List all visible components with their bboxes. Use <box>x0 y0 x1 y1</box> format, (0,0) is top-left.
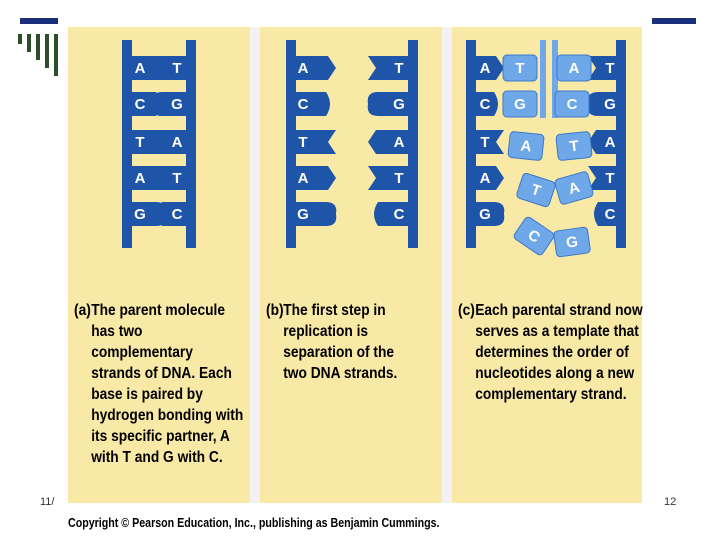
base-label-right: A <box>394 134 405 151</box>
caption-a-text: The parent molecule has two complementar… <box>91 300 246 468</box>
left-backbone <box>122 40 132 248</box>
new-nucleotide-label: G <box>565 233 579 251</box>
base-label-template-left: T <box>480 134 489 151</box>
new-nucleotide: C <box>513 216 556 257</box>
base-label-template-left: G <box>479 206 491 223</box>
base-label-right: T <box>172 60 181 77</box>
base-label-template-right: T <box>605 60 614 77</box>
base-label-left: T <box>135 134 144 151</box>
base-label-left: A <box>298 60 309 77</box>
new-nucleotide: T <box>556 131 593 160</box>
base-label-right: C <box>172 206 183 223</box>
base-label-right: A <box>172 134 183 151</box>
left-backbone <box>466 40 476 248</box>
new-nucleotide-label: T <box>515 60 524 77</box>
base-label-template-left: A <box>480 170 491 187</box>
new-nucleotide: C <box>555 91 589 117</box>
new-nucleotide-label: T <box>569 138 580 156</box>
new-nucleotide: G <box>553 227 590 257</box>
base-label-left: T <box>298 134 307 151</box>
caption-a-letter: (a) <box>74 300 91 321</box>
caption-c-text: Each parental strand now serves as a tem… <box>475 300 644 405</box>
caption-b-letter: (b) <box>266 300 284 321</box>
new-nucleotide: A <box>554 171 594 205</box>
left-backbone <box>286 40 296 248</box>
base-label-left: C <box>135 96 146 113</box>
base-label-template-left: C <box>480 96 491 113</box>
new-nucleotide: T <box>503 55 537 81</box>
new-strand-backbone-left <box>540 40 546 118</box>
right-backbone <box>408 40 418 248</box>
base-label-template-right: A <box>605 134 616 151</box>
caption-c-letter: (c) <box>458 300 475 321</box>
new-nucleotide-label: G <box>514 96 526 113</box>
base-label-template-right: C <box>605 206 616 223</box>
slide-date: 11/ <box>40 496 54 508</box>
slide-page-number: 12 <box>664 496 676 508</box>
base-label-template-right: G <box>604 96 616 113</box>
base-label-right: T <box>172 170 181 187</box>
new-nucleotide-label: A <box>520 137 533 155</box>
base-label-right: T <box>394 60 403 77</box>
base-label-left: A <box>298 170 309 187</box>
new-nucleotide: A <box>508 131 545 160</box>
base-label-template-left: A <box>480 60 491 77</box>
base-label-right: T <box>394 170 403 187</box>
new-nucleotide: T <box>516 172 556 207</box>
base-label-right: C <box>394 206 405 223</box>
new-nucleotide: A <box>557 55 591 81</box>
base-label-left: C <box>298 96 309 113</box>
right-backbone <box>186 40 196 248</box>
new-nucleotide-label: A <box>569 60 580 77</box>
base-label-right: G <box>171 96 183 113</box>
copyright-notice: Copyright © Pearson Education, Inc., pub… <box>68 515 440 530</box>
new-nucleotide: G <box>503 91 537 117</box>
caption-b-text: The first step in replication is separat… <box>283 300 403 384</box>
base-label-left: A <box>135 170 146 187</box>
base-label-left: A <box>135 60 146 77</box>
base-label-template-right: T <box>605 170 614 187</box>
base-label-left: G <box>297 206 309 223</box>
base-label-right: G <box>393 96 405 113</box>
new-nucleotide-label: C <box>567 96 578 113</box>
base-label-left: G <box>134 206 146 223</box>
right-backbone <box>616 40 626 248</box>
